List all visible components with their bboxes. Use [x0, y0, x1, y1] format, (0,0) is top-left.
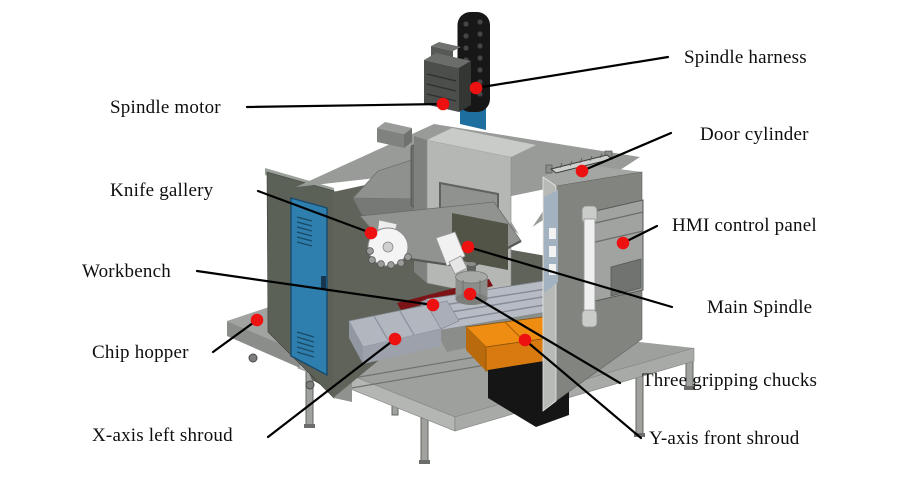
- marker-spindle-harness: [469, 81, 483, 95]
- label-knife-gallery: Knife gallery: [110, 180, 214, 201]
- marker-chip-hopper: [250, 313, 264, 327]
- label-chip-hopper: Chip hopper: [92, 342, 189, 363]
- label-main-spindle: Main Spindle: [707, 297, 813, 318]
- door-window: [544, 190, 558, 293]
- leader-three-chucks: [468, 292, 622, 385]
- label-three-gripping-chucks: Three gripping chucks: [642, 370, 818, 391]
- marker-x-axis: [388, 332, 402, 346]
- hmi-panel: [590, 199, 644, 303]
- label-door-cylinder: Door cylinder: [700, 124, 809, 145]
- roof-box: [377, 122, 412, 148]
- marker-workbench: [426, 298, 440, 312]
- leader-workbench: [195, 269, 435, 307]
- marker-knife-gallery: [364, 226, 378, 240]
- leader-main-spindle: [466, 245, 674, 309]
- door-handle: [321, 276, 326, 289]
- carousel-tools: [366, 247, 412, 269]
- label-x-axis-left-shroud: X-axis left shroud: [92, 425, 233, 446]
- label-workbench: Workbench: [82, 261, 171, 282]
- label-hmi-control-panel: HMI control panel: [672, 215, 817, 236]
- leader-chip-hopper: [211, 318, 259, 354]
- spindle-motor-body: [424, 42, 471, 112]
- marker-hmi: [616, 236, 630, 250]
- leader-door-cylinder: [580, 131, 673, 173]
- marker-dots: [250, 81, 630, 347]
- label-spindle-harness: Spindle harness: [684, 47, 807, 68]
- label-y-axis-front-shroud: Y-axis front shroud: [649, 428, 800, 449]
- hmi-recess: [610, 258, 642, 297]
- marker-main-spindle: [461, 240, 475, 254]
- door-cylinder-rail: [545, 150, 614, 174]
- marker-door-cylinder: [575, 164, 589, 178]
- leader-hmi: [621, 224, 659, 245]
- marker-y-axis: [518, 333, 532, 347]
- leader-lines: [195, 55, 674, 440]
- door-vents-top: [296, 216, 313, 247]
- tool-carousel: [366, 219, 412, 269]
- wall-handle: [581, 205, 598, 328]
- marker-spindle-motor: [436, 97, 450, 111]
- right-wall: [542, 150, 644, 412]
- label-spindle-motor: Spindle motor: [110, 97, 221, 118]
- door-vents-bottom: [296, 331, 315, 358]
- leader-spindle-motor: [245, 102, 445, 109]
- leader-y-axis: [523, 338, 643, 440]
- leader-knife-gallery: [256, 189, 373, 235]
- leader-spindle-harness: [474, 55, 670, 90]
- marker-three-chucks: [463, 287, 477, 301]
- leader-x-axis: [266, 337, 397, 439]
